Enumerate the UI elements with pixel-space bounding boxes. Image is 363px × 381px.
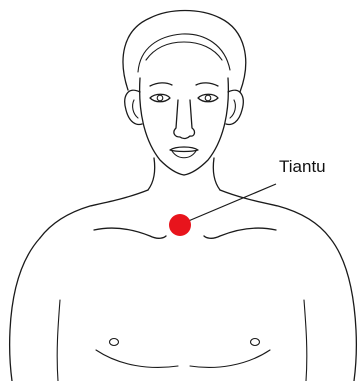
tiantu-label: Tiantu (279, 157, 326, 176)
tiantu-point-marker (169, 214, 191, 236)
